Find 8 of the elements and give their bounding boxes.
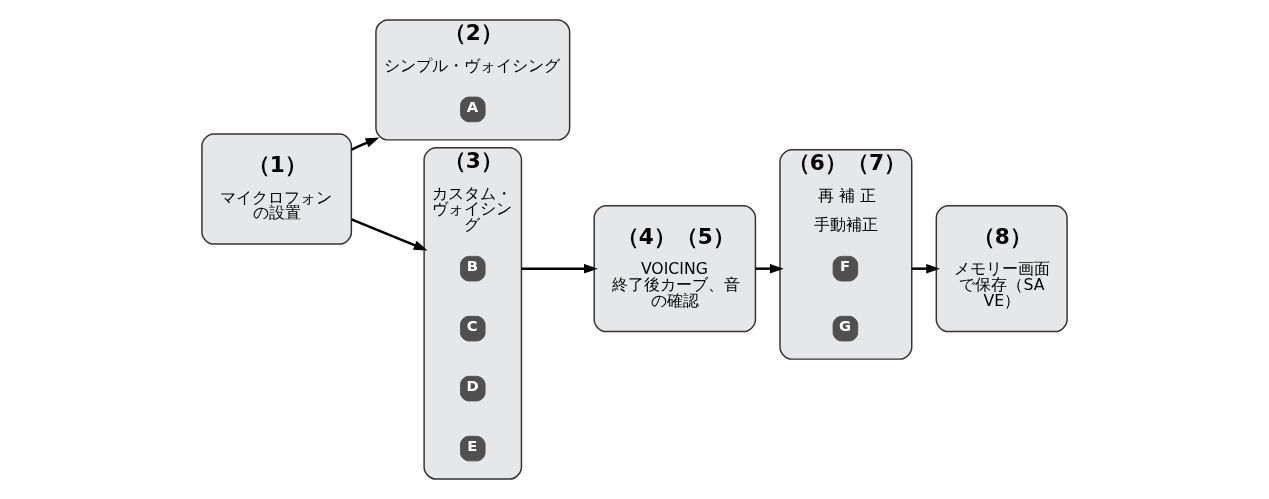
arrow bbox=[521, 263, 598, 274]
node-box: （4）（5） VOICING 終了後カーブ、音の確認 bbox=[593, 205, 757, 333]
arrow bbox=[911, 263, 940, 274]
node-box: （8） メモリー画面で保存（SAVE） bbox=[935, 205, 1068, 333]
arrow bbox=[351, 137, 380, 151]
arrow bbox=[755, 263, 784, 274]
arrow bbox=[351, 218, 428, 251]
node-box: （1） マイクロフォンの設置 bbox=[201, 133, 353, 245]
